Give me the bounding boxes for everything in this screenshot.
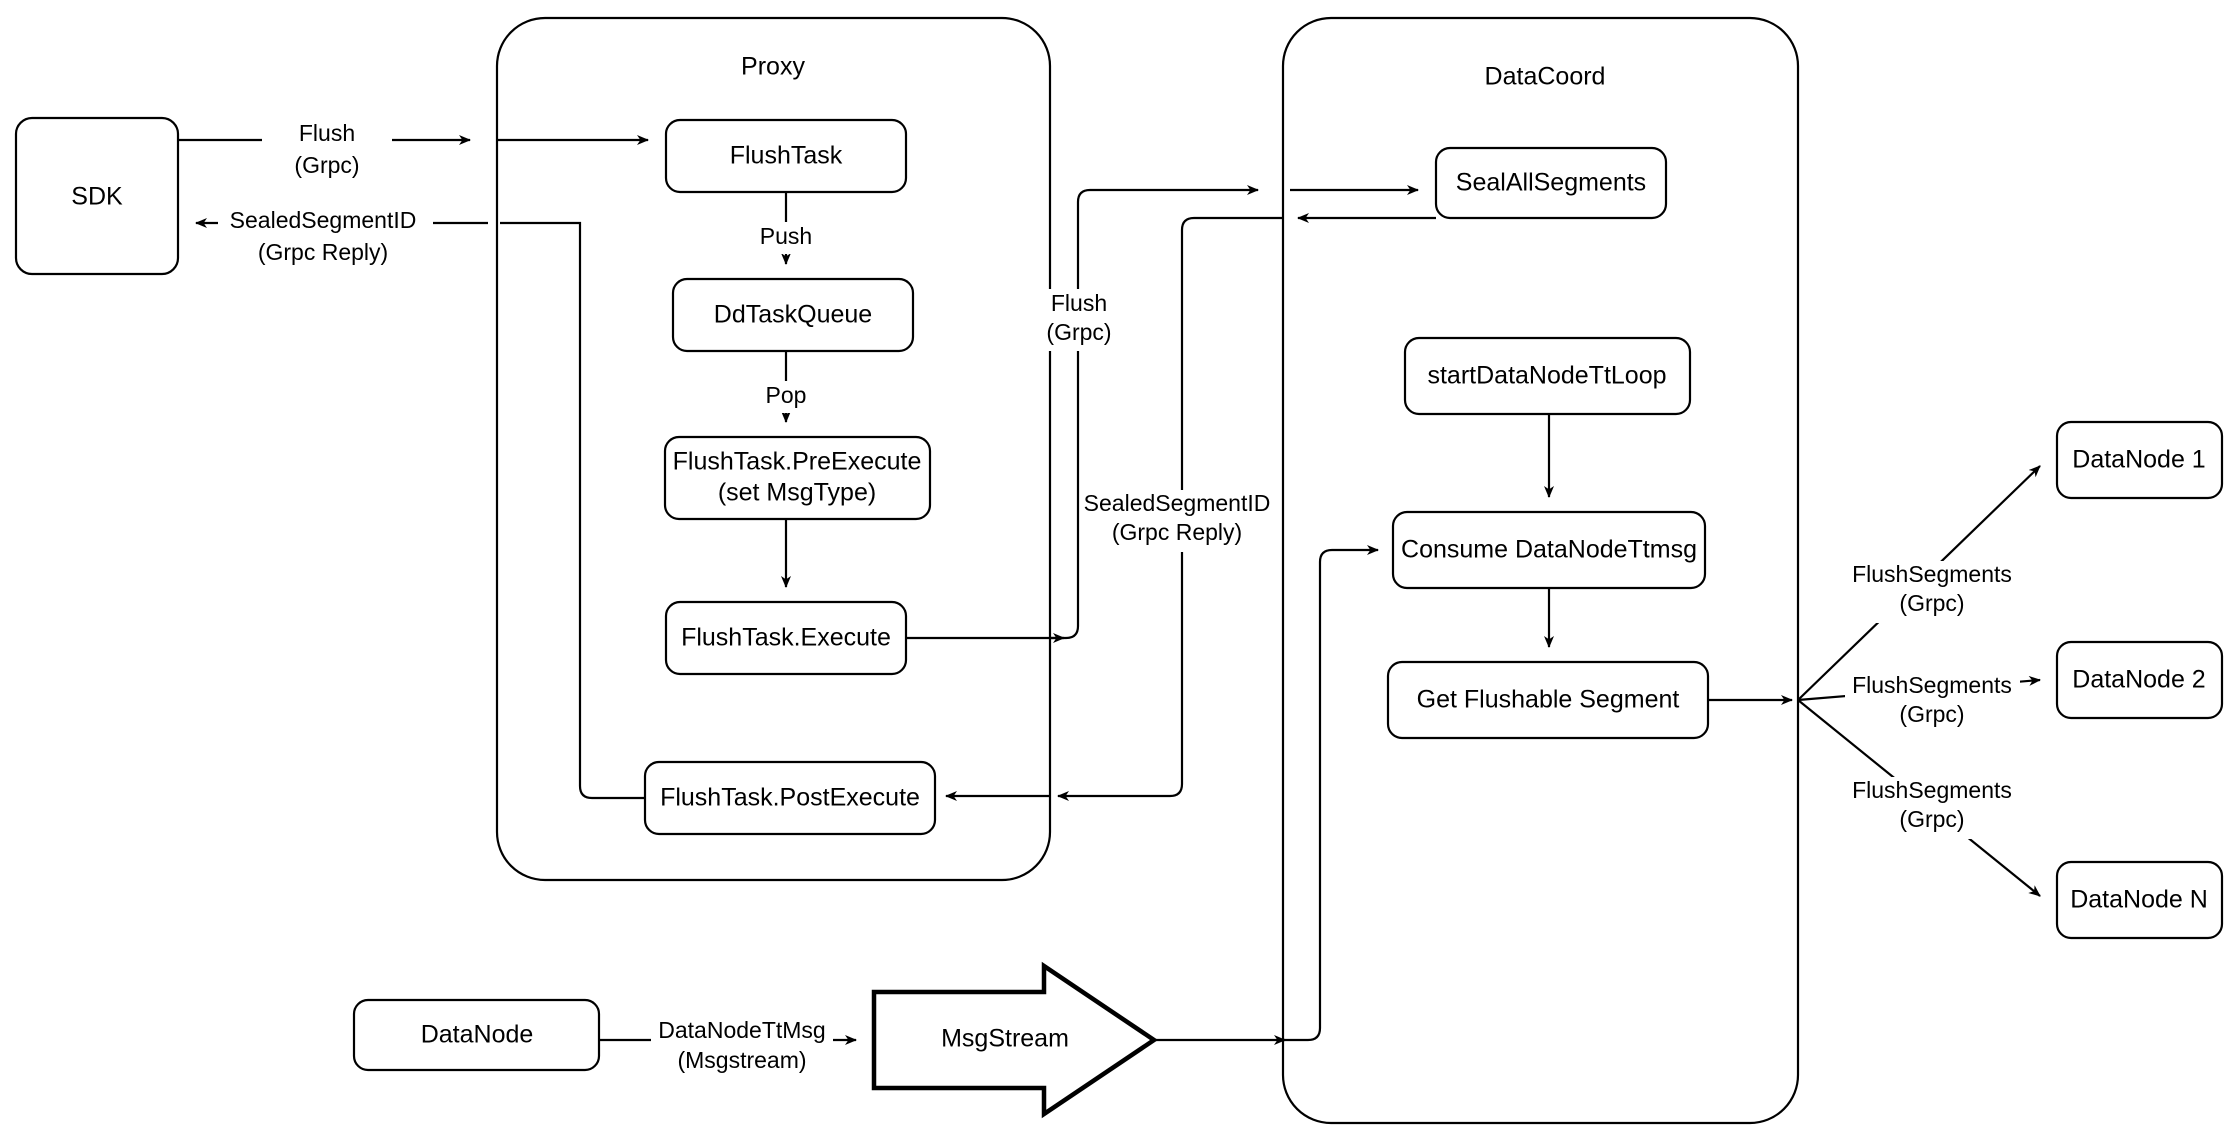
push-label: Push [760,223,812,249]
ddtaskqueue-label: DdTaskQueue [714,301,872,329]
startdatanodettloop-label: startDataNodeTtLoop [1427,362,1666,390]
edge-label-flushsegments-2: FlushSegments (Grpc) [1845,672,2020,734]
datacoord-container-label: DataCoord [1485,63,1606,91]
edge-postexecute-return-to-sdk [500,221,645,800]
sdk-label: SDK [71,183,123,211]
edge-label-datanodettmsg: DataNodeTtMsg (Msgstream) [651,1017,833,1073]
sealedsegmentid-sdk-line2: (Grpc Reply) [258,239,388,265]
edge-flush-to-datacoord [1050,185,1259,640]
node-flushtask-execute[interactable]: FlushTask.Execute [664,600,908,676]
datanodettmsg-line2: (Msgstream) [677,1047,806,1073]
node-startdatanodettloop[interactable]: startDataNodeTtLoop [1403,336,1692,416]
execute-label: FlushTask.Execute [681,624,891,652]
edge-label-pop: Pop [752,381,822,413]
sealallsegments-label: SealAllSegments [1456,169,1646,197]
preexecute-sublabel: (set MsgType) [718,479,876,507]
datanoden-label: DataNode N [2070,886,2208,914]
sdk-rect[interactable] [14,116,180,276]
flush-grpc-mid-line2: (Grpc) [1046,319,1111,345]
flush-grpc-sdk-bg [262,117,392,149]
msgstream-arrow-shape[interactable] [871,961,1159,1119]
node-datanode-2[interactable]: DataNode 2 [2055,640,2224,720]
sealedsegmentid-mid-line2: (Grpc Reply) [1112,519,1242,545]
datanoden-rect[interactable] [2055,860,2224,940]
node-flushtask-preexecute[interactable]: FlushTask.PreExecute (set MsgType) [663,435,932,521]
consumedatanodettmsg-rect[interactable] [1391,510,1707,590]
flushsegments-1-line1: FlushSegments [1852,561,2012,587]
flush-grpc-sdk-line2: (Grpc) [294,152,359,178]
node-flushtask[interactable]: FlushTask [664,118,908,194]
node-ddtaskqueue[interactable]: DdTaskQueue [671,277,915,353]
datanode2-rect[interactable] [2055,640,2224,720]
pop-bg [752,381,822,413]
flush-grpc-mid-bg [1039,289,1119,351]
flushsegments-n-bg [1845,777,2020,839]
edge-label-flush-grpc-sdk: Flush (Grpc) [262,117,392,178]
flushsegments-2-line1: FlushSegments [1852,672,2012,698]
proxy-container-label: Proxy [741,53,805,81]
edge-label-flushsegments-1: FlushSegments (Grpc) [1845,561,2020,623]
edge-labels-group: Flush (Grpc) SealedSegmentID (Grpc Reply… [218,117,2020,1073]
flush-grpc-sdk-line1: Flush [299,120,355,146]
node-consume-datanodettmsg[interactable]: Consume DataNodeTtmsg [1391,510,1707,590]
datanodettmsg-line1: DataNodeTtMsg [658,1017,825,1043]
edge-label-sealedsegmentid-sdk: SealedSegmentID (Grpc Reply) [218,205,433,265]
postexecute-label: FlushTask.PostExecute [660,784,920,812]
execute-rect[interactable] [664,600,908,676]
datanodebottom-rect[interactable] [352,998,601,1072]
flushsegments-n-line1: FlushSegments [1852,777,2012,803]
flushsegments-1-bg [1845,561,2020,623]
ddtaskqueue-rect[interactable] [671,277,915,353]
sealedsegmentid-sdk-bg [218,205,433,235]
sealedsegmentid-mid-line1: SealedSegmentID [1084,490,1271,516]
sealedsegmentid-mid-bg [1088,490,1266,552]
node-get-flushable-segment[interactable]: Get Flushable Segment [1386,660,1710,740]
sealedsegmentid-sdk-line1: SealedSegmentID [230,207,417,233]
node-sdk[interactable]: SDK [14,116,180,276]
postexecute-rect[interactable] [643,760,937,836]
pop-label: Pop [766,382,807,408]
flushtask-rect[interactable] [664,118,908,194]
datanodettmsg-bg [651,1017,833,1047]
edge-label-push: Push [748,222,826,254]
datanode1-label: DataNode 1 [2072,446,2205,474]
datanodebottom-label: DataNode [421,1021,534,1049]
startdatanodettloop-rect[interactable] [1403,336,1692,416]
flushsegments-2-bg [1845,672,2020,734]
node-datanode-1[interactable]: DataNode 1 [2055,420,2224,500]
flushsegments-2-line2: (Grpc) [1899,701,1964,727]
node-flushtask-postexecute[interactable]: FlushTask.PostExecute [643,760,937,836]
consumedatanodettmsg-label: Consume DataNodeTtmsg [1401,536,1697,564]
flushtask-label: FlushTask [730,142,843,170]
getflushablesegment-rect[interactable] [1386,660,1710,740]
datanode2-label: DataNode 2 [2072,666,2205,694]
flush-grpc-mid-line1: Flush [1051,290,1107,316]
node-sealallsegments[interactable]: SealAllSegments [1434,146,1668,220]
datanode1-rect[interactable] [2055,420,2224,500]
preexecute-label: FlushTask.PreExecute [673,448,922,476]
edge-msgstream-into-consume [1283,545,1379,1042]
node-datanode-n[interactable]: DataNode N [2055,860,2224,940]
edge-label-sealedsegmentid-mid: SealedSegmentID (Grpc Reply) [1084,490,1271,552]
flushsegments-n-line2: (Grpc) [1899,806,1964,832]
sealallsegments-rect[interactable] [1434,146,1668,220]
preexecute-rect[interactable] [663,435,932,521]
edge-label-flushsegments-n: FlushSegments (Grpc) [1845,777,2020,839]
node-msgstream[interactable]: MsgStream [871,961,1159,1119]
push-bg [748,222,826,254]
getflushablesegment-label: Get Flushable Segment [1417,686,1680,714]
flushsegments-1-line2: (Grpc) [1899,590,1964,616]
node-datanode-bottom[interactable]: DataNode [352,998,601,1072]
edge-label-flush-grpc-mid: Flush (Grpc) [1039,289,1119,351]
msgstream-label: MsgStream [941,1025,1069,1053]
